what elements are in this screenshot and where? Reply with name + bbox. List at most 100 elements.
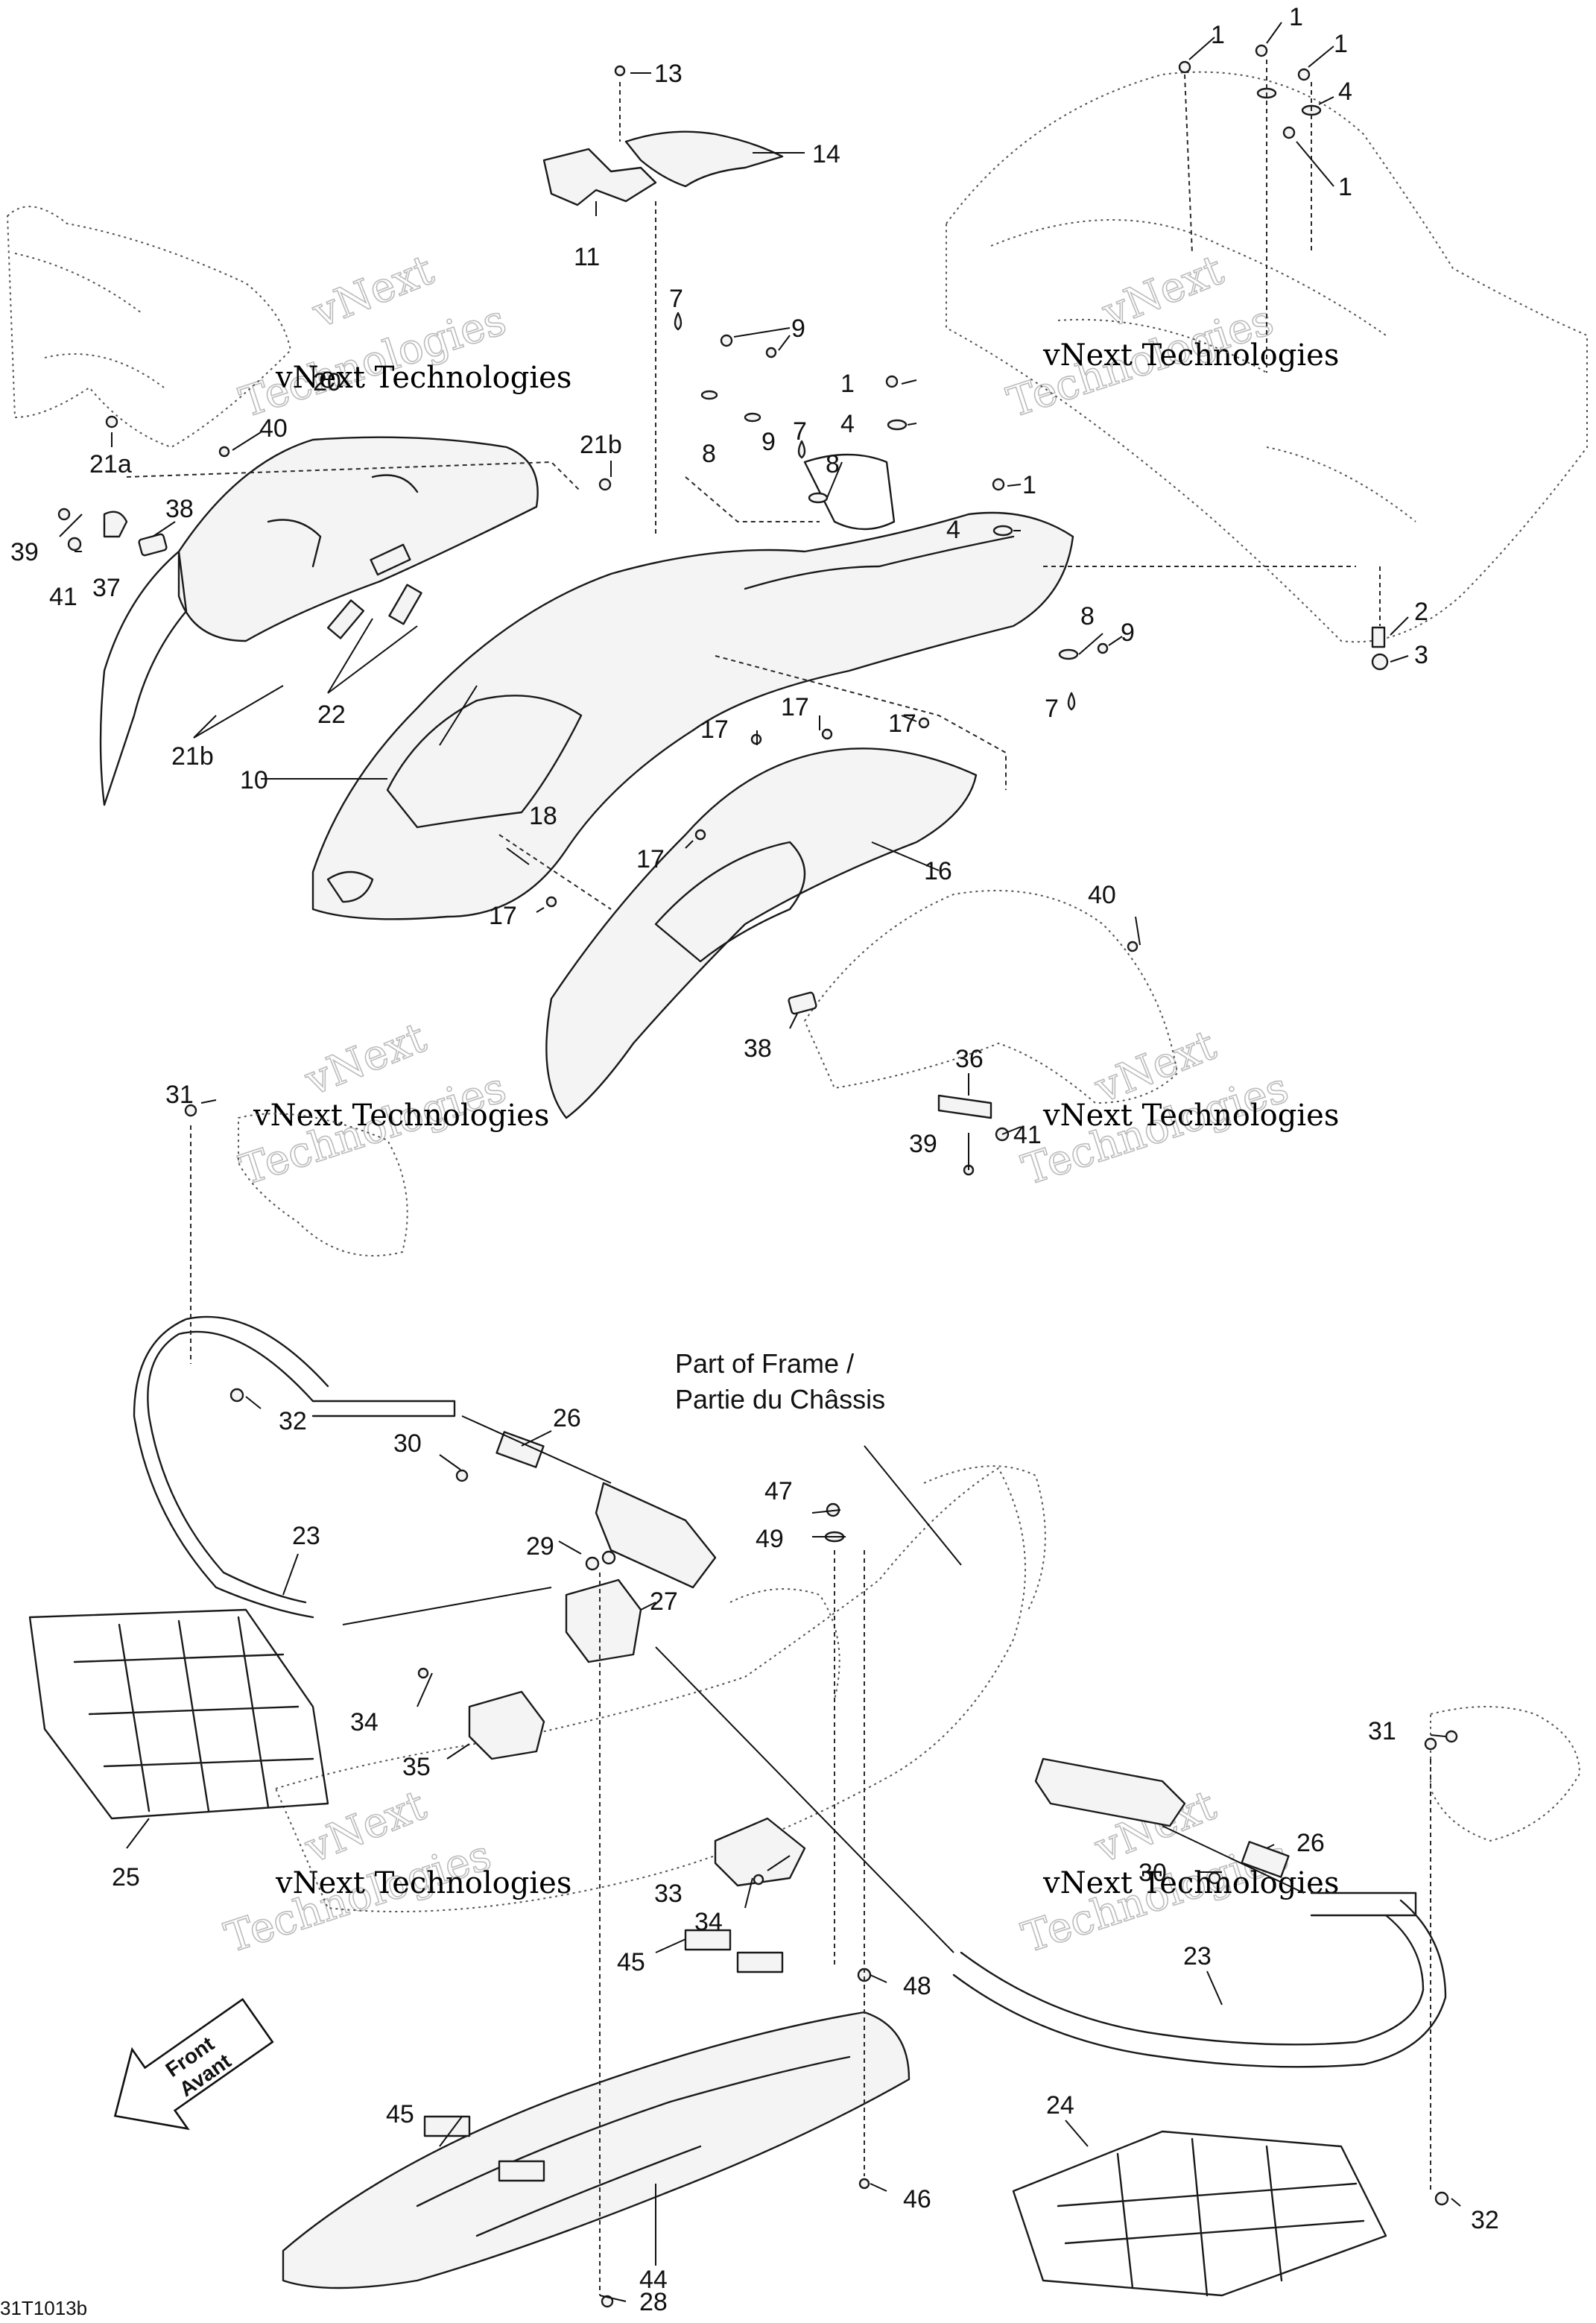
- watermark-text: vNext Technologies: [1042, 338, 1339, 373]
- callout-45: 45: [386, 2100, 414, 2128]
- watermark-2: vNext Technologies vNext Technologies: [1001, 245, 1339, 428]
- callout-39: 39: [10, 538, 39, 566]
- watermark-3: vNext Technologies vNext Technologies: [233, 1013, 549, 1195]
- callout-9: 9: [761, 428, 776, 456]
- callout-21b: 21b: [580, 431, 622, 459]
- part-23-right-tube-inner: [960, 1914, 1425, 2046]
- part-26-footpeg-right: [1034, 1757, 1186, 1827]
- footwell-ghost: [238, 1113, 408, 1257]
- callout-35: 35: [402, 1753, 431, 1781]
- nut-29: [585, 1556, 600, 1571]
- callout-31: 31: [1368, 1717, 1396, 1745]
- part-36-bracket: [937, 1094, 992, 1119]
- frame-note-line2: Partie du Châssis: [675, 1384, 885, 1415]
- part-23-left-tube-outer: [147, 1330, 314, 1604]
- screw-17: [545, 896, 557, 908]
- callout-7: 7: [793, 417, 807, 446]
- part-16-lower-panel: [545, 748, 978, 1119]
- part-10-seat-recess: [386, 695, 583, 829]
- sealant-drop-icon: [1067, 692, 1076, 711]
- callout-1: 1: [1211, 21, 1225, 49]
- callout-24: 24: [1046, 2091, 1074, 2120]
- frame-upright-ghost: [923, 1465, 1046, 1611]
- part-23-tube-end: [311, 1400, 456, 1417]
- callout-33: 33: [654, 1880, 683, 1908]
- callout-4: 4: [946, 516, 960, 544]
- bolt-30: [455, 1469, 469, 1482]
- axis-8-body: [685, 476, 820, 522]
- callout-14: 14: [812, 140, 840, 168]
- callout-9: 9: [1121, 619, 1135, 647]
- watermark-text: vNext Technologies: [1042, 1866, 1339, 1900]
- part-44-skid-ribs: [416, 2055, 851, 2237]
- drawing-reference: 31T1013b: [0, 2297, 87, 2319]
- screw-21b: [598, 478, 612, 491]
- part-10-nose: [326, 870, 374, 903]
- watermark-text: vNext Technologies: [253, 1099, 549, 1133]
- callout-30: 30: [393, 1429, 422, 1458]
- callout-2: 2: [1414, 598, 1428, 626]
- fastener-1: [1255, 44, 1268, 57]
- callout-numbers: 13 14 11 1 1 1 4 1 1 4 1 4 2 3 7 9 9 7 8…: [10, 3, 1499, 2316]
- callout-32: 32: [1471, 2206, 1499, 2234]
- frame-bracket-ghost: [729, 1588, 840, 1700]
- callout-1: 1: [1289, 3, 1303, 31]
- fastener-1: [1297, 68, 1311, 81]
- callout-41: 41: [49, 583, 77, 611]
- frame-note: Part of Frame / Partie du Châssis: [675, 1348, 885, 1415]
- part-23-right-tube-end: [1310, 1891, 1417, 1917]
- nut-32: [1434, 2191, 1449, 2206]
- axis-1-rear: [1184, 74, 1193, 254]
- part-37-bracket: [103, 511, 128, 538]
- watermark-4: vNext Technologies vNext Technologies: [1016, 1020, 1339, 1195]
- callout-21b: 21b: [171, 742, 214, 771]
- fastener-1: [1178, 60, 1191, 74]
- callout-40: 40: [259, 414, 288, 443]
- part-38-spacer: [138, 533, 168, 557]
- part-14-cover: [624, 130, 784, 188]
- callout-23: 23: [292, 1522, 320, 1550]
- callout-41: 41: [1013, 1121, 1042, 1149]
- callout-17: 17: [636, 845, 665, 873]
- frame-ghost: [274, 1467, 1026, 1912]
- part-24-right-grate: [1012, 2130, 1387, 2297]
- part-10-main-body: [311, 511, 1074, 920]
- axis-40-panel: [126, 461, 582, 493]
- callout-4: 4: [1338, 78, 1352, 106]
- watermark-text: vNext Technologies: [275, 1866, 571, 1900]
- callout-32: 32: [279, 1407, 307, 1435]
- callout-13: 13: [654, 60, 683, 88]
- rear-fender-ghost: [946, 71, 1588, 643]
- screw-34: [417, 1667, 429, 1679]
- callout-34: 34: [694, 1908, 723, 1936]
- callout-45: 45: [617, 1948, 645, 1976]
- callout-47: 47: [764, 1477, 793, 1505]
- part-22-clip: [370, 543, 411, 576]
- callout-8: 8: [702, 440, 716, 468]
- nut-29: [601, 1550, 616, 1565]
- callout-7: 7: [1045, 695, 1059, 723]
- part-23-right-tube-outer: [952, 1899, 1447, 2068]
- part-44-skid-plate: [282, 2011, 911, 2289]
- left-fender-ghost: [6, 206, 292, 449]
- spacer-2: [1371, 626, 1386, 648]
- part-22-clip: [326, 599, 365, 639]
- callout-26: 26: [553, 1404, 581, 1432]
- bolt-30: [1208, 1871, 1221, 1885]
- part-45-pad: [736, 1951, 784, 1973]
- screw-9: [1097, 642, 1109, 654]
- nut-32: [229, 1388, 244, 1403]
- fasteners: [57, 44, 1458, 2308]
- bolt-39: [57, 508, 71, 521]
- part-10-rear-tab: [803, 453, 896, 531]
- callout-28: 28: [639, 2288, 668, 2316]
- part-22-clip: [388, 584, 422, 625]
- fastener-1: [885, 375, 899, 388]
- callout-34: 34: [350, 1708, 379, 1736]
- callout-18: 18: [529, 802, 557, 830]
- callout-39: 39: [909, 1130, 937, 1158]
- part-26-footpeg-left: [595, 1482, 717, 1589]
- watermark-1: vNext Technologies vNext Technologies: [233, 245, 571, 428]
